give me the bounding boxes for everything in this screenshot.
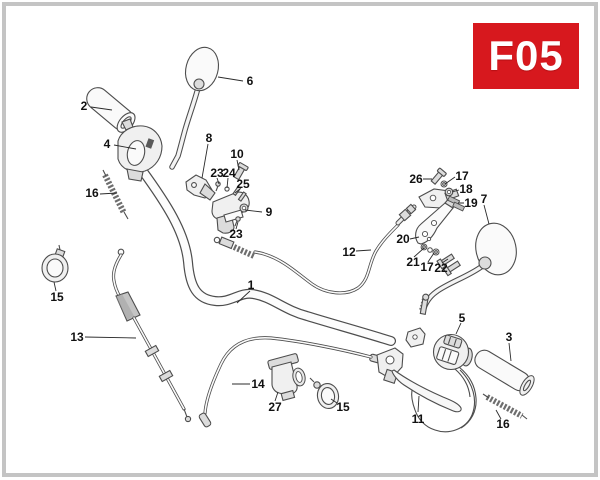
page-code-badge: F05	[473, 23, 579, 89]
clutch-perch	[415, 188, 460, 245]
clamp-right	[309, 377, 340, 409]
right-switch-housing	[432, 333, 477, 429]
throttle-cable-left	[111, 248, 192, 423]
handlebar	[137, 165, 396, 346]
spring-left	[102, 169, 129, 220]
page-code-text: F05	[488, 32, 564, 79]
right-mirror	[418, 222, 517, 314]
right-grip	[474, 349, 535, 396]
callout-leader-lines	[53, 76, 512, 420]
lever-bracket	[185, 174, 216, 201]
clutch-cable	[213, 203, 417, 295]
left-mirror	[169, 46, 220, 170]
clamp-left	[41, 244, 69, 283]
spring-right	[482, 393, 528, 420]
left-switch-housing	[117, 118, 163, 182]
cable-guide	[267, 353, 306, 402]
brake-lever-assembly	[376, 293, 476, 433]
fasteners-throttle	[215, 162, 249, 227]
